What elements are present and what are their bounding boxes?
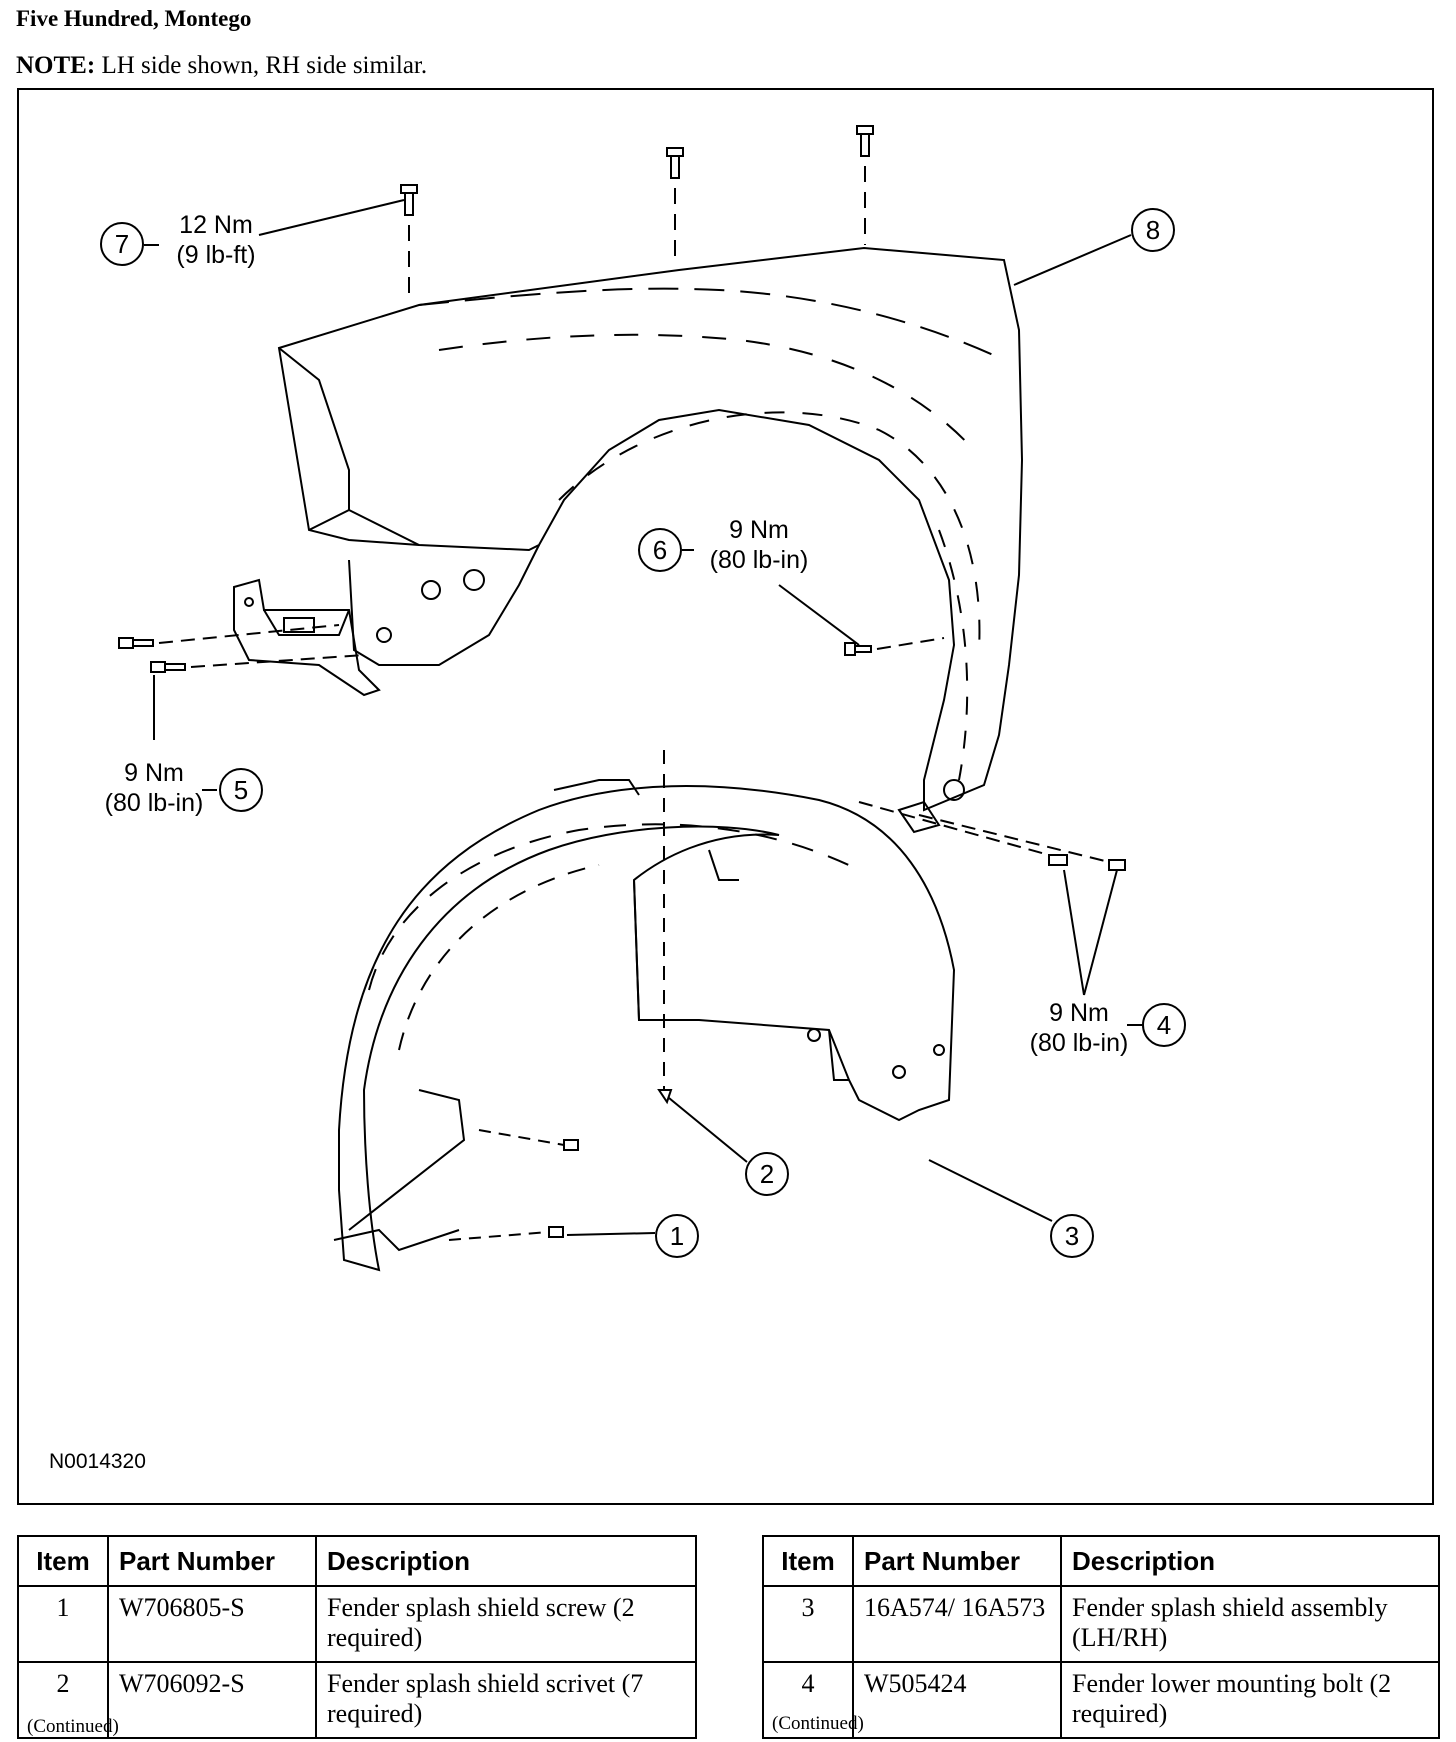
cell-part-number: 16A574/ 16A573 (852, 1585, 1062, 1663)
parts-table-right: Item Part Number Description 3 16A574/ 1… (762, 1535, 1440, 1739)
continued-right: (Continued) (772, 1713, 864, 1734)
wheel-opening-bolt (844, 637, 945, 656)
callout-1: 1 (655, 1214, 699, 1258)
cell-part-number: W706092-S (107, 1661, 317, 1739)
leader-lines (144, 199, 1142, 1236)
note-text: LH side shown, RH side similar. (101, 52, 428, 79)
cell-item: 3 (762, 1585, 854, 1663)
splash-shield-screws (448, 1129, 579, 1241)
callout-3: 3 (1050, 1214, 1094, 1258)
col-header-description: Description (1060, 1535, 1440, 1587)
callout-8: 8 (1131, 208, 1175, 252)
torque-nm-7: 12 Nm (179, 211, 253, 239)
table-row: 3 16A574/ 16A573 Fender splash shield as… (762, 1585, 1440, 1663)
torque-imperial-4: (80 lb-in) (1029, 1029, 1129, 1057)
callout-4: 4 (1142, 1003, 1186, 1047)
cell-item: 1 (17, 1585, 109, 1663)
fender-diagram: 7 12 Nm (9 lb-ft) 8 6 9 Nm (80 lb-in) 9 … (17, 88, 1434, 1505)
torque-imperial-7: (9 lb-ft) (176, 241, 256, 269)
figure-id: N0014320 (49, 1450, 146, 1473)
cell-item: 4 (762, 1661, 854, 1739)
lower-mounting-bolts (858, 800, 1126, 871)
scrivet-fastener (657, 750, 673, 1105)
torque-label-6: 9 Nm (80 lb-in) (694, 515, 824, 575)
col-header-description: Description (315, 1535, 697, 1587)
callout-2: 2 (745, 1152, 789, 1196)
torque-nm-4: 9 Nm (1049, 999, 1109, 1027)
callout-7: 7 (100, 222, 144, 266)
table-row: 2 W706092-S Fender splash shield scrivet… (17, 1661, 697, 1739)
callout-6: 6 (638, 528, 682, 572)
table-row: 4 W505424 Fender lower mounting bolt (2 … (762, 1661, 1440, 1739)
cell-description: Fender lower mounting bolt (2 required) (1060, 1661, 1440, 1739)
torque-label-7: 12 Nm (9 lb-ft) (161, 210, 271, 270)
continued-left: (Continued) (27, 1716, 119, 1737)
torque-nm-6: 9 Nm (729, 516, 789, 544)
parts-table-left: Item Part Number Description 1 W706805-S… (17, 1535, 697, 1739)
cell-item: 2 (17, 1661, 109, 1739)
torque-label-4: 9 Nm (80 lb-in) (1014, 998, 1144, 1058)
col-header-part-number: Part Number (852, 1535, 1062, 1587)
col-header-item: Item (17, 1535, 109, 1587)
torque-imperial-6: (80 lb-in) (709, 546, 809, 574)
note: NOTE: LH side shown, RH side similar. (16, 52, 427, 80)
cell-description: Fender splash shield screw (2 required) (315, 1585, 697, 1663)
col-header-item: Item (762, 1535, 854, 1587)
front-bolts (118, 624, 365, 673)
table-header-row: Item Part Number Description (762, 1535, 1440, 1587)
top-bolts (400, 125, 874, 300)
torque-nm-5: 9 Nm (124, 759, 184, 787)
table-header-row: Item Part Number Description (17, 1535, 697, 1587)
note-label: NOTE: (16, 52, 96, 79)
page-heading: Five Hundred, Montego (16, 6, 252, 31)
cell-part-number: W706805-S (107, 1585, 317, 1663)
table-row: 1 W706805-S Fender splash shield screw (… (17, 1585, 697, 1663)
callout-5: 5 (219, 768, 263, 812)
fender-illustration (118, 125, 1142, 1272)
splash-shield-outline (333, 779, 956, 1272)
fender-outline (277, 246, 1024, 812)
cell-part-number: W505424 (852, 1661, 1062, 1739)
torque-imperial-5: (80 lb-in) (104, 789, 204, 817)
front-mounting-bracket (233, 578, 381, 697)
cell-description: Fender splash shield assembly (LH/RH) (1060, 1585, 1440, 1663)
col-header-part-number: Part Number (107, 1535, 317, 1587)
torque-label-5: 9 Nm (80 lb-in) (89, 758, 219, 818)
cell-description: Fender splash shield scrivet (7 required… (315, 1661, 697, 1739)
